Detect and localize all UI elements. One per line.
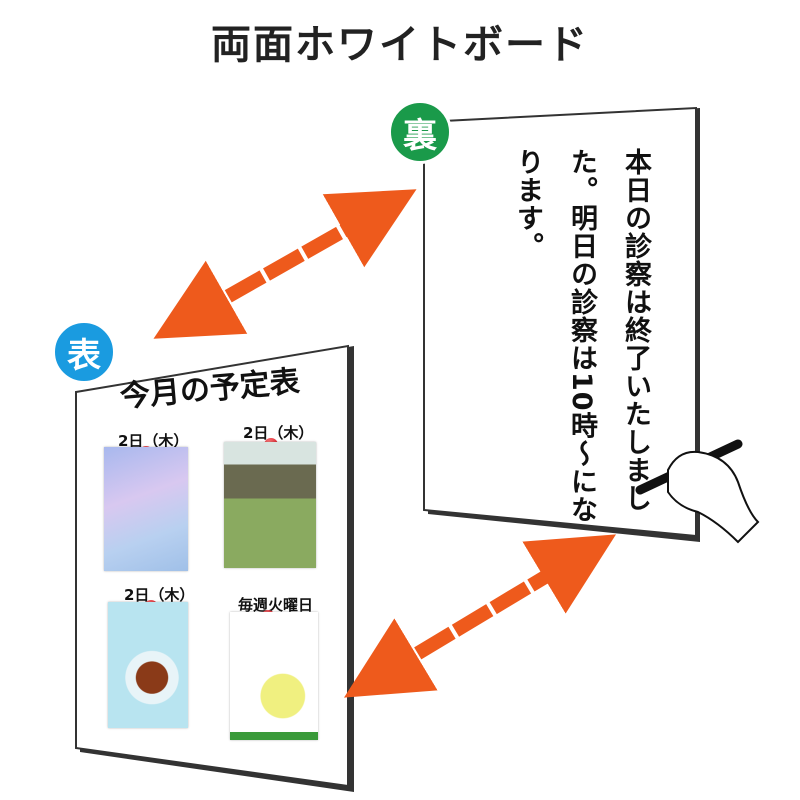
poster-image <box>108 602 188 728</box>
poster-image <box>224 442 316 568</box>
page-title: 両面ホワイトボード <box>211 22 589 68</box>
poster-label: 2日（木） <box>118 432 189 450</box>
flip-arrow-top <box>153 189 417 339</box>
poster-image <box>230 612 318 740</box>
back-whiteboard <box>423 106 697 538</box>
poster-label: 2日（木） <box>243 424 314 442</box>
back-message: 本日の診察は終了いたしました。明日の診察は10時～になります。 <box>512 148 651 524</box>
front-side-badge: 表 <box>52 320 116 384</box>
flip-arrow-bottom <box>343 534 617 698</box>
poster-label: 2日（木） <box>124 586 195 604</box>
back-side-badge: 裏 <box>388 100 452 164</box>
hand-with-marker-icon <box>635 439 760 544</box>
poster-label: 毎週火曜日 <box>238 596 314 614</box>
poster-image <box>104 447 188 571</box>
